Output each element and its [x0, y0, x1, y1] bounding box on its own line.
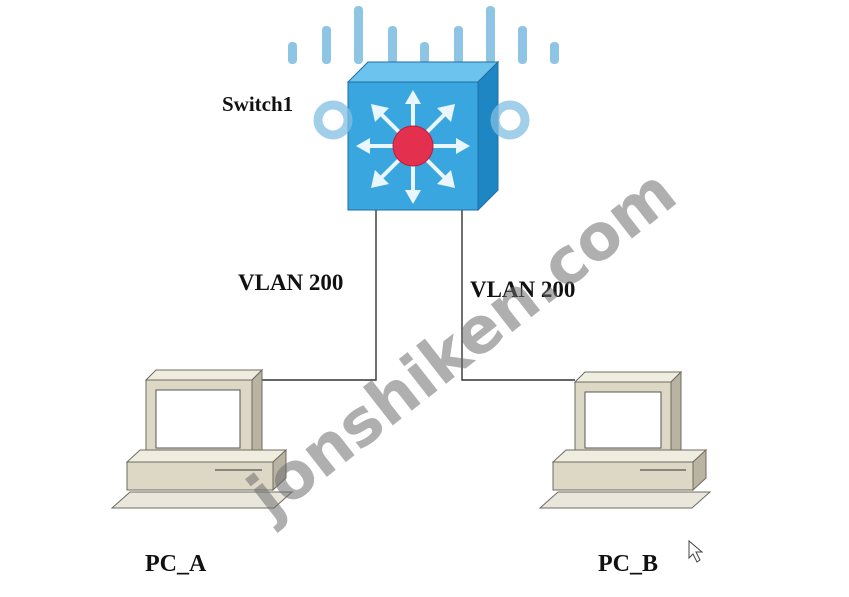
link-line-left [258, 208, 377, 381]
cursor-icon [688, 539, 704, 563]
link-lines [258, 208, 575, 381]
pc-a-label: PC_A [145, 551, 207, 577]
link-line-right [461, 208, 575, 381]
switch-label: Switch1 [222, 92, 294, 116]
logo-rings [313, 100, 530, 140]
switch-icon [346, 60, 500, 212]
pc-b-label: PC_B [598, 551, 658, 577]
logo-bars [288, 6, 559, 64]
link-label-right: VLAN 200 [470, 277, 576, 302]
link-label-left: VLAN 200 [238, 270, 344, 295]
pc-b-icon [538, 370, 712, 509]
pc-a-icon [110, 368, 294, 509]
